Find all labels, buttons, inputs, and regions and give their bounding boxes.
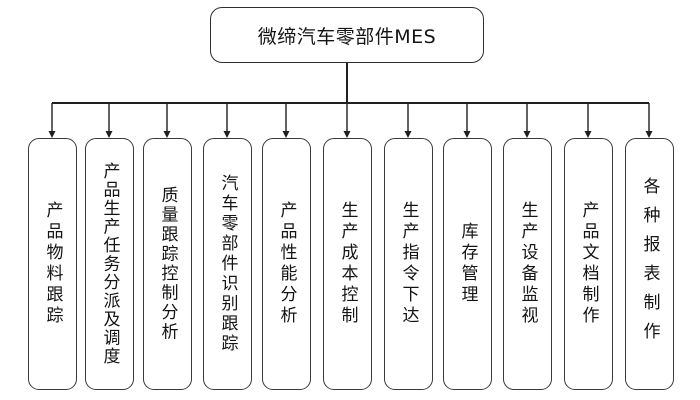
tree-node-label: 生产设备监视 — [517, 201, 538, 327]
tree-node-label: 生产指令下达 — [398, 201, 419, 327]
root-node-label: 微缔汽车零部件MES — [257, 25, 437, 48]
tree-node-label: 产品性能分析 — [276, 201, 297, 327]
tree-node: 各种报表制作 — [624, 138, 674, 390]
tree-node: 产品文档制作 — [563, 138, 613, 390]
tree-node: 产品生产任务分派及调度 — [84, 138, 134, 390]
tree-node-label: 各种报表制作 — [639, 177, 660, 351]
tree-node-label: 产品文档制作 — [578, 201, 599, 327]
root-node: 微缔汽车零部件MES — [210, 7, 484, 63]
tree-node: 生产指令下达 — [383, 138, 433, 390]
tree-node: 生产成本控制 — [322, 138, 372, 390]
tree-node-label: 质量跟踪控制分析 — [157, 186, 178, 342]
tree-node: 质量跟踪控制分析 — [142, 138, 192, 390]
tree-node: 产品性能分析 — [261, 138, 311, 390]
tree-node-label: 汽车零部件识别跟踪 — [217, 174, 238, 354]
tree-node: 汽车零部件识别跟踪 — [202, 138, 252, 390]
tree-node-label: 产品生产任务分派及调度 — [99, 162, 120, 366]
tree-node: 生产设备监视 — [502, 138, 552, 390]
tree-node-label: 生产成本控制 — [337, 201, 358, 327]
tree-node: 产品物料跟踪 — [27, 138, 77, 390]
tree-node-label: 产品物料跟踪 — [42, 201, 63, 327]
tree-node: 库存管理 — [442, 138, 492, 390]
tree-node-label: 库存管理 — [457, 222, 478, 306]
